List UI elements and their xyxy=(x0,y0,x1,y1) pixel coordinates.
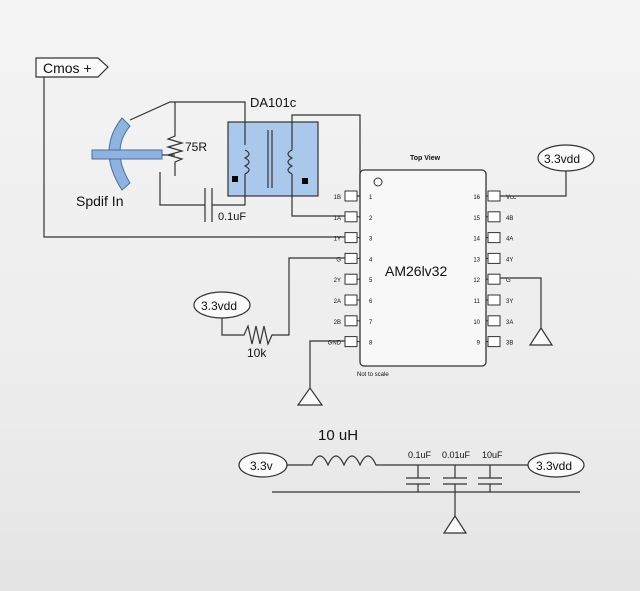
inductor-label: 10 uH xyxy=(318,427,358,444)
transformer-primary-coil xyxy=(243,122,250,196)
pin-name: 1A xyxy=(334,216,341,222)
cap-c-label: 10uF xyxy=(482,450,503,460)
pin-number: 4 xyxy=(369,257,373,263)
vdd-bottom-label: 3.3vdd xyxy=(536,459,572,473)
pin-number: 13 xyxy=(473,257,480,263)
ic-pin-7: 2B 7 xyxy=(334,315,373,327)
inductor-10uh xyxy=(287,455,530,467)
ic-pin-12: 12 G xyxy=(473,273,511,285)
vdd-left-label: 3.3vdd xyxy=(201,299,237,313)
resistor-10k xyxy=(221,257,345,346)
vdd-top-right-label: 3.3vdd xyxy=(544,152,580,166)
resistor-10k-label: 10k xyxy=(247,346,267,360)
pin1-marker xyxy=(373,177,383,187)
pin-number: 14 xyxy=(473,237,480,243)
pin-number: 3 xyxy=(369,237,373,243)
pin-name: GND xyxy=(328,341,342,347)
ic-pin-14: 14 4A xyxy=(473,232,513,244)
wire-pin12-ground xyxy=(500,277,542,328)
ic-pin-11: 11 3Y xyxy=(474,294,513,306)
pin-number: 16 xyxy=(473,195,480,201)
ic-pin-1: 1B 1 xyxy=(334,190,373,202)
ic-pin-2: 1A 2 xyxy=(334,211,373,223)
pin-name: 1B xyxy=(334,195,341,201)
pin-number: 5 xyxy=(369,278,373,284)
ground-symbol-bottom xyxy=(442,514,468,534)
pin-name: 4Y xyxy=(506,257,513,263)
pin-name: 2A xyxy=(334,299,341,305)
ic-pin-13: 13 4Y xyxy=(473,252,513,264)
pin-name: 4A xyxy=(506,237,513,243)
pin-name: 1Y xyxy=(334,237,341,243)
pin-name: 2B xyxy=(334,320,341,326)
top-view-label: Top View xyxy=(410,155,441,162)
capacitor-input xyxy=(212,196,246,206)
wire-vcc xyxy=(500,171,567,197)
not-to-scale-label: Not to scale xyxy=(357,372,389,378)
vdd-bottom-bubble xyxy=(527,452,585,478)
ground-symbol-left xyxy=(296,386,324,406)
transformer-label: DA101c xyxy=(250,95,297,110)
filter-capacitors xyxy=(406,465,502,516)
pin-number: 15 xyxy=(473,216,480,222)
transformer-secondary-coil xyxy=(287,122,294,175)
ic-pin-10: 10 3A xyxy=(473,315,513,327)
wire-gnd xyxy=(309,340,345,388)
wire-cmos-1y xyxy=(43,77,345,238)
polarity-dot-secondary xyxy=(302,178,308,184)
pin-name: 3B xyxy=(506,341,513,347)
pin-number: 2 xyxy=(369,216,373,222)
pin-number: 8 xyxy=(369,341,373,347)
cap-input-label: 0.1uF xyxy=(218,211,246,223)
cmos-tag: Cmos + xyxy=(35,57,109,78)
resistor-75r xyxy=(165,128,185,176)
wire-spdif-top xyxy=(129,101,246,122)
pin-name: Vcc xyxy=(506,195,516,201)
resistor-75r-label: 75R xyxy=(185,140,207,154)
cap-b-label: 0.01uF xyxy=(442,450,471,460)
ic-body xyxy=(359,169,487,367)
wire-secondary-1a xyxy=(291,174,345,217)
pin-name: 2Y xyxy=(334,278,341,284)
ic-right-pins: 16 Vcc 15 4B 14 4A 13 4Y 12 G 11 3Y 10 3A 9 3B xyxy=(473,190,516,348)
pin-number: 6 xyxy=(369,299,373,305)
ground-symbol-right xyxy=(528,326,554,346)
ic-pin-5: 2Y 5 xyxy=(334,273,373,285)
polarity-dot-primary xyxy=(232,176,238,182)
ic-pin-6: 2A 6 xyxy=(334,294,373,306)
spdif-connector-icon xyxy=(91,117,163,191)
ic-pin-3: 1Y 3 xyxy=(334,232,373,244)
ic-name: AM26lv32 xyxy=(385,263,447,279)
cmos-label: Cmos + xyxy=(43,60,92,76)
pin-number: 12 xyxy=(473,278,480,284)
pin-name: 3Y xyxy=(506,299,513,305)
spdif-label: Spdif In xyxy=(76,193,123,209)
ic-pin-9: 9 3B xyxy=(477,336,513,348)
pin-name: G xyxy=(336,257,341,263)
transformer-body xyxy=(227,121,319,197)
pin-name: G xyxy=(506,278,511,284)
pin-number: 9 xyxy=(477,341,481,347)
pin-number: 10 xyxy=(473,320,480,326)
ic-pin-15: 15 4B xyxy=(473,211,513,223)
pin-number: 7 xyxy=(369,320,373,326)
pin-name: 4B xyxy=(506,216,513,222)
cap-a-label: 0.1uF xyxy=(408,450,432,460)
v33-label: 3.3v xyxy=(250,459,273,473)
pin-name: 3A xyxy=(506,320,513,326)
pin-number: 11 xyxy=(474,299,481,305)
pin-number: 1 xyxy=(369,195,373,201)
